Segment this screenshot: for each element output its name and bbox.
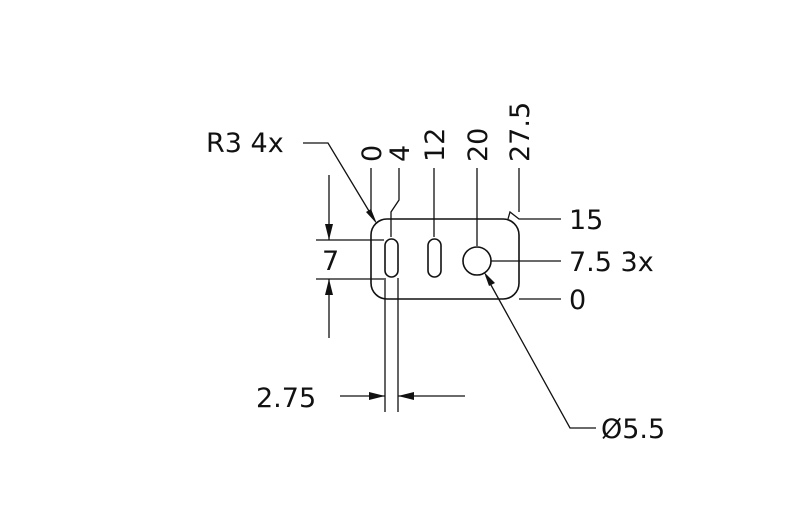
- slot-height-label: 7: [322, 246, 339, 277]
- slot-width-label: 2.75: [256, 383, 316, 414]
- slot-height-arrow-bottom: [325, 279, 333, 295]
- slot-width-arrow-left: [369, 392, 385, 400]
- radius-label: R3 4x: [206, 128, 284, 159]
- ordinate-label-4: 4: [385, 145, 416, 162]
- slot-width-arrow-right: [398, 392, 414, 400]
- ordinate-label-y0: 0: [569, 285, 586, 316]
- slot-1: [384, 238, 399, 278]
- slot-2: [427, 238, 442, 278]
- part-outline: [370, 218, 520, 300]
- ordinate-label-0: 0: [357, 145, 388, 162]
- ordinate-label-20: 20: [463, 128, 494, 162]
- ordinate-line-4: [390, 168, 400, 237]
- hole-diameter-label: Ø5.5: [601, 414, 665, 445]
- hole-leader-arrow: [484, 272, 495, 286]
- hole-leader: [485, 275, 596, 429]
- ordinate-label-12: 12: [420, 128, 451, 162]
- slot-height-arrow-top: [325, 224, 333, 240]
- radius-leader: [303, 142, 376, 222]
- ordinate-line-15: [507, 210, 561, 220]
- radius-leader-arrow: [366, 209, 377, 224]
- ordinate-label-27-5: 27.5: [505, 102, 536, 162]
- ordinate-label-15: 15: [569, 205, 603, 236]
- ordinate-label-7-5: 7.5 3x: [569, 247, 654, 278]
- hole: [462, 246, 492, 276]
